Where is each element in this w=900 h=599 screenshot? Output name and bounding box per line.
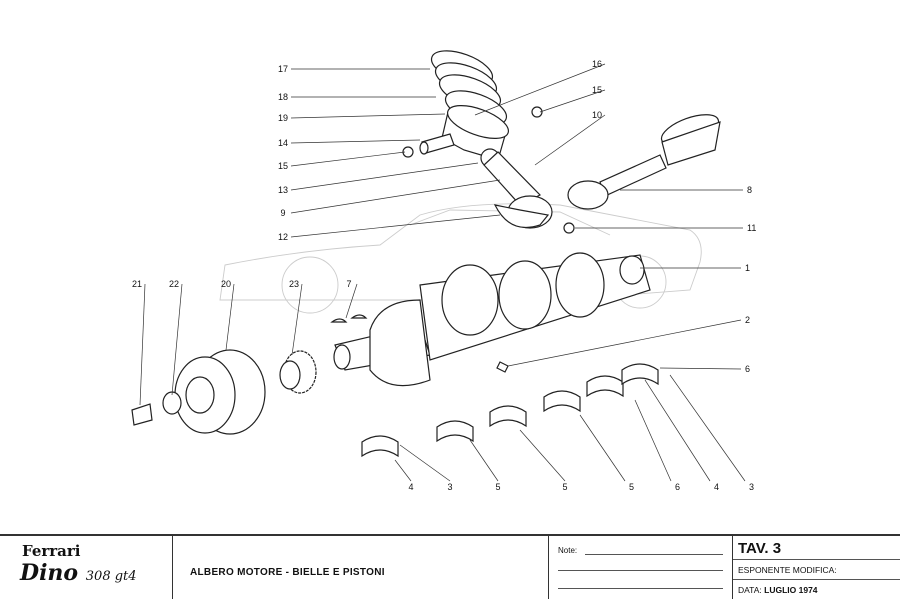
leader-line <box>399 444 451 482</box>
part-label: 5 <box>495 482 500 492</box>
leader-line <box>579 414 626 482</box>
leader-line <box>290 214 501 238</box>
notes-cell <box>548 536 733 599</box>
leader-line <box>669 374 746 482</box>
part-label: 18 <box>278 92 288 102</box>
leader-line <box>644 379 711 482</box>
leader-line <box>634 399 672 482</box>
bearing-shell <box>489 405 527 428</box>
part-label: 15 <box>278 161 288 171</box>
timing-gear <box>279 350 317 394</box>
part-label: 15 <box>592 85 602 95</box>
part-label: 6 <box>745 364 750 374</box>
leader-line <box>290 162 479 191</box>
leader-line <box>469 439 499 482</box>
piston-pin <box>419 133 455 155</box>
table-number: TAV. 3 <box>738 540 782 557</box>
part-label: 3 <box>749 482 754 492</box>
crankshaft <box>333 252 651 387</box>
part-label: 12 <box>278 232 288 242</box>
leader-line <box>171 283 183 396</box>
part-label: 4 <box>408 482 413 492</box>
part-label: 23 <box>289 279 299 289</box>
bearing-shell <box>436 420 474 443</box>
leader-line <box>290 179 501 214</box>
leader-line <box>290 151 406 167</box>
leader-line <box>394 459 412 482</box>
title-cell <box>172 536 549 599</box>
bearing-shells <box>361 363 659 458</box>
part-label: 7 <box>346 279 351 289</box>
pulley <box>131 349 266 435</box>
part-label: 2 <box>745 315 750 325</box>
leader-line <box>139 283 146 406</box>
leader-line <box>225 283 235 351</box>
bearing-shell <box>361 435 399 458</box>
divider <box>733 579 900 580</box>
leader-line <box>474 63 606 116</box>
part-label: 8 <box>747 185 752 195</box>
leader-line <box>507 319 742 367</box>
part-label: 4 <box>714 482 719 492</box>
bearing-shell <box>543 390 581 413</box>
bearing-shell <box>586 375 624 398</box>
leader-line <box>539 89 606 113</box>
note-line <box>558 570 723 571</box>
leader-line <box>290 139 421 144</box>
logo-cell: Ferrari Dino 308 gt4 <box>0 536 173 599</box>
leader-line <box>659 367 742 370</box>
note-line <box>558 588 723 589</box>
part-label: 9 <box>280 208 285 218</box>
part-label: 19 <box>278 113 288 123</box>
ferrari-logo: Ferrari <box>22 542 81 560</box>
bearing-shell <box>621 363 659 386</box>
woodruff-keys <box>330 314 368 323</box>
note-line <box>585 554 723 555</box>
part-label: 14 <box>278 138 288 148</box>
title-block: Ferrari Dino 308 gt4 ALBERO MOTORE - BIE… <box>0 534 900 599</box>
part-label: 5 <box>562 482 567 492</box>
part-label: 21 <box>132 279 142 289</box>
circlip <box>531 106 543 118</box>
part-label: 11 <box>747 223 756 233</box>
part-label: 10 <box>592 110 602 120</box>
leader-line <box>291 283 303 356</box>
modification-label: ESPONENTE MODIFICA: <box>738 565 837 575</box>
part-label: 16 <box>592 59 602 69</box>
drawing-title: ALBERO MOTORE - BIELLE E PISTONI <box>190 567 385 578</box>
divider <box>733 559 900 560</box>
date-field: DATA: LUGLIO 1974 <box>738 585 818 595</box>
note-label: Note: <box>558 546 578 555</box>
part-label: 5 <box>629 482 634 492</box>
part-label: 1 <box>745 263 750 273</box>
dino-logo: Dino 308 gt4 <box>20 560 137 586</box>
part-label: 17 <box>278 64 288 74</box>
part-label: 13 <box>278 185 288 195</box>
leader-line <box>519 429 566 482</box>
part-label: 20 <box>221 279 231 289</box>
second-piston-and-rod <box>563 114 721 234</box>
part-label: 6 <box>675 482 680 492</box>
connecting-rod <box>480 148 553 229</box>
part-label: 22 <box>169 279 179 289</box>
leader-line <box>290 113 446 119</box>
part-label: 3 <box>447 482 452 492</box>
leader-line <box>534 114 606 166</box>
leader-line <box>345 283 358 319</box>
